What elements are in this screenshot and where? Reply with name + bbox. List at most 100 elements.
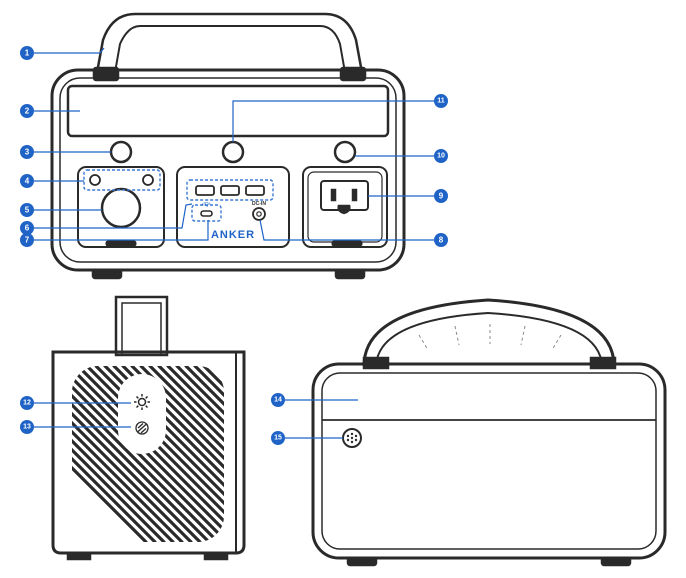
vent-slot xyxy=(231,366,407,542)
svg-text:9: 9 xyxy=(439,192,444,201)
callout-leaders xyxy=(34,47,434,439)
left-module xyxy=(77,166,165,248)
svg-text:11: 11 xyxy=(437,98,445,105)
port-pin-dots xyxy=(346,432,358,444)
vent-slot xyxy=(72,366,224,542)
vent-slot xyxy=(72,366,211,542)
usb-a-port-3[interactable] xyxy=(245,185,265,196)
usb-c-highlight xyxy=(191,204,222,222)
vent-slot xyxy=(72,366,224,542)
vent-slot xyxy=(72,366,224,542)
callout-7: 7 xyxy=(20,233,34,247)
ac-slot-right xyxy=(351,188,358,202)
vent-slot xyxy=(72,366,175,542)
front-body xyxy=(50,68,406,272)
svg-text:12: 12 xyxy=(23,400,31,407)
callout-12: 12 xyxy=(20,396,34,410)
front-view xyxy=(50,12,406,280)
vent-slot xyxy=(72,366,220,542)
callout-8: 8 xyxy=(434,233,448,247)
power-button[interactable] xyxy=(100,187,142,229)
svg-text:6: 6 xyxy=(25,224,30,233)
side-handle-inner xyxy=(121,302,162,356)
usb-a-port-2[interactable] xyxy=(220,185,240,196)
back-body xyxy=(311,362,667,560)
callout-11: 11 xyxy=(434,94,448,108)
ac-module-tab xyxy=(331,240,363,247)
side-foot-left xyxy=(66,551,92,561)
indicator-left xyxy=(89,174,101,186)
back-handle xyxy=(362,298,616,367)
vent-slot xyxy=(202,366,224,542)
side-handle xyxy=(114,295,169,357)
sun-icon xyxy=(134,394,150,410)
usb-c-port[interactable] xyxy=(200,210,213,217)
back-foot-left xyxy=(346,556,378,567)
vent-slot xyxy=(72,366,202,542)
indicator-right xyxy=(142,174,154,186)
vent-slot xyxy=(184,366,224,542)
center-module xyxy=(176,166,290,248)
handle-grip-dashes xyxy=(418,324,562,351)
svg-text:2: 2 xyxy=(25,107,30,116)
ac-slot-left xyxy=(330,188,337,202)
callout-10: 10 xyxy=(434,149,448,163)
vent-slot xyxy=(139,366,224,542)
front-foot-right xyxy=(334,268,366,280)
callout-14: 14 xyxy=(271,393,285,407)
display-panel xyxy=(66,84,390,138)
callout-13: 13 xyxy=(20,420,34,434)
svg-text:4: 4 xyxy=(25,177,30,186)
callout-5: 5 xyxy=(20,203,34,217)
vent-slot xyxy=(157,366,224,542)
fan-icon xyxy=(135,421,149,435)
front-handle-inner xyxy=(113,25,347,79)
dc-in-port-core xyxy=(256,211,262,217)
vent-slot xyxy=(166,366,224,542)
back-foot-right xyxy=(600,556,632,567)
vent-slot xyxy=(148,366,224,542)
indicator-highlight xyxy=(83,169,161,191)
vent-slot xyxy=(211,366,224,542)
vent-mask xyxy=(118,374,166,454)
button-center[interactable] xyxy=(221,140,245,164)
svg-text:14: 14 xyxy=(274,397,282,404)
svg-text:8: 8 xyxy=(439,236,444,245)
left-module-tab xyxy=(105,240,137,247)
callout-1: 1 xyxy=(20,46,34,60)
dc-in-port[interactable] xyxy=(252,207,266,221)
usb-a-highlight xyxy=(186,179,274,201)
vent-slot xyxy=(220,366,224,542)
ac-module xyxy=(302,166,388,248)
svg-text:1: 1 xyxy=(25,49,30,58)
vent-slot xyxy=(72,366,148,542)
svg-text:3: 3 xyxy=(25,148,30,157)
vent-slot xyxy=(249,366,425,542)
side-foot-right xyxy=(203,551,229,561)
svg-text:5: 5 xyxy=(25,206,30,215)
vent-slot xyxy=(72,366,157,542)
vent-slot xyxy=(72,366,184,542)
vent-slot xyxy=(175,366,224,542)
usb-a-port-1[interactable] xyxy=(195,185,215,196)
vent-slot xyxy=(72,366,193,542)
side-vent-grille xyxy=(72,366,425,542)
svg-text:7: 7 xyxy=(25,236,30,245)
button-left[interactable] xyxy=(109,140,133,164)
usb-c-label: •IQ³ xyxy=(202,202,211,208)
dc-in-label: DC-IN xyxy=(252,201,266,207)
svg-text:13: 13 xyxy=(23,424,31,431)
callout-9: 9 xyxy=(434,189,448,203)
svg-text:15: 15 xyxy=(274,435,282,442)
vent-slot xyxy=(72,366,166,542)
back-view xyxy=(311,298,667,567)
vent-slot xyxy=(85,366,224,542)
vent-slot xyxy=(240,366,416,542)
callout-15: 15 xyxy=(271,431,285,445)
svg-text:10: 10 xyxy=(437,153,445,160)
callout-6: 6 xyxy=(20,221,34,235)
button-right[interactable] xyxy=(333,140,357,164)
side-view xyxy=(51,295,246,561)
front-foot-left xyxy=(91,268,123,280)
